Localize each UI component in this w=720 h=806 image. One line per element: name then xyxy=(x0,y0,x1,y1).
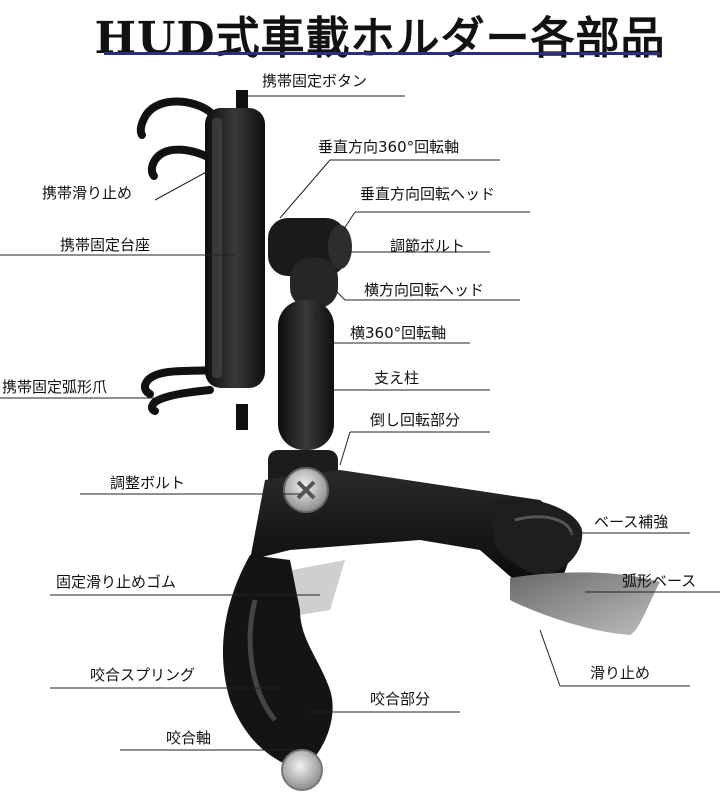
label-adjust-bolt-bottom: 調整ボルト xyxy=(110,474,186,492)
clamp-axis-knob xyxy=(281,749,323,791)
label-clamp-spring: 咬合スプリング xyxy=(90,666,196,684)
upper-claws xyxy=(136,97,214,180)
label-base-reinforcement: ベース補強 xyxy=(594,513,669,531)
label-vertical-rotation-head: 垂直方向回転ヘッド xyxy=(360,185,496,203)
base-reinforcement xyxy=(490,497,583,575)
label-tilt-rotation-part: 倒し回転部分 xyxy=(370,411,461,429)
arc-base xyxy=(510,572,660,635)
label-anti-slip: 滑り止め xyxy=(590,664,651,682)
clamp-arm xyxy=(222,555,333,770)
horizontal-rotation-head xyxy=(290,258,338,308)
label-horizontal-rotation-head: 横方向回転ヘッド xyxy=(364,281,485,299)
label-phone-mount-base: 携帯固定台座 xyxy=(60,236,151,254)
title-underline xyxy=(104,52,660,55)
leader-lines xyxy=(0,95,720,751)
page-title: HUD式車載ホルダー各部品 xyxy=(94,13,666,64)
label-clamp-axis: 咬合軸 xyxy=(166,729,212,747)
label-vertical-360-axis: 垂直方向360°回転軸 xyxy=(318,138,460,156)
label-horizontal-360-axis: 横360°回転軸 xyxy=(350,324,447,342)
support-pillar xyxy=(278,300,334,450)
label-clamp-part: 咬合部分 xyxy=(370,690,431,708)
label-arc-base: 弧形ベース xyxy=(622,572,697,590)
label-phone-arc-claw: 携帯固定弧形爪 xyxy=(2,378,108,396)
label-fixed-anti-slip-rubber: 固定滑り止めゴム xyxy=(56,573,177,591)
label-support-pillar: 支え柱 xyxy=(374,369,420,387)
label-phone-anti-slip: 携帯滑り止め xyxy=(42,184,133,202)
label-phone-lock-button: 携帯固定ボタン xyxy=(262,72,368,90)
phone-lock-button-shape xyxy=(236,90,248,108)
rubber-pad xyxy=(292,560,345,615)
label-adjust-bolt-top: 調節ボルト xyxy=(390,237,466,255)
lower-claws xyxy=(140,366,214,415)
